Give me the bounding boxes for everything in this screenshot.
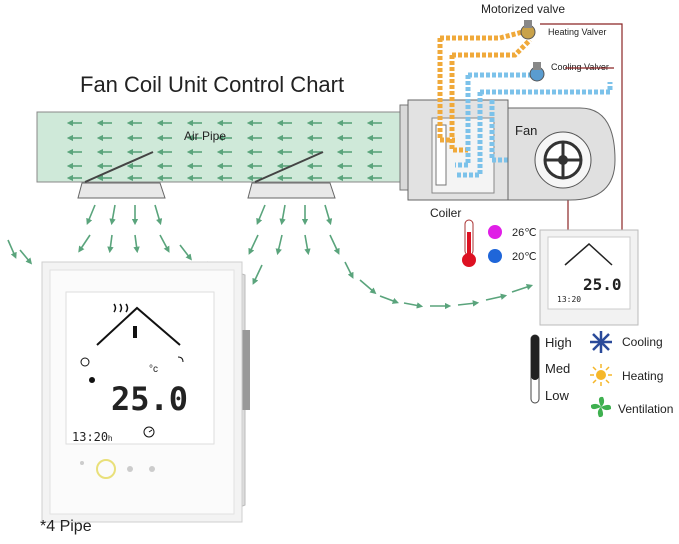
cold-pipes [455,72,613,178]
large-thermostat-clock: 13:20 [72,430,108,444]
air-flow-arrow [109,204,116,226]
air-flow-arrow [179,244,192,261]
motorized-valve-label: Motorized valve [481,2,565,16]
air-flow-arrow [107,234,114,254]
air-flow-arrow [275,234,283,256]
sun-icon [590,364,612,386]
hot-pipes [437,27,532,153]
air-flow-arrow [159,234,170,253]
four-pipe-label: *4 Pipe [40,518,92,535]
small-thermostat [539,229,639,326]
air-flow-arrow [154,204,163,226]
air-flow-arrow [324,204,333,226]
small-thermostat-clock: 13:20 [557,295,581,304]
air-flow-arrow [252,264,263,285]
heating-valve-label: Heating Valver [548,27,606,37]
fan-speed-slider [530,334,540,404]
air-flow-arrow [379,295,399,304]
hot-indicator-dot [488,225,502,239]
mode-ventilation-label: Ventilation [618,402,673,416]
air-flow-arrow [19,249,33,265]
fan-speed-low: Low [545,388,569,403]
small-thermostat-temp: 25.0 [583,275,622,294]
heating-valve [520,20,536,40]
fan-speed-med: Med [545,361,570,376]
air-flow-arrow [304,234,311,256]
air-flow-arrow [457,300,480,307]
large-thermostat-temp: 25.0 [111,380,188,418]
air-pipe-label: Air Pipe [184,129,226,143]
thermometer-icon [462,219,476,267]
cold-indicator-dot [488,249,502,263]
temp-low-label: 20℃ [512,251,537,263]
air-flow-arrow [86,204,96,225]
air-flow-arrow [485,293,508,301]
fan-speed-high: High [545,335,572,350]
temp-high-label: 26℃ [512,227,537,239]
coiler-label: Coiler [430,206,461,220]
air-flow-arrow [511,283,534,293]
cooling-valve-label: Cooling Valver [551,62,609,72]
air-flow-arrow [248,234,259,255]
large-thermostat-clock-suffix: h [108,434,112,443]
snowflake-icon [590,331,612,353]
large-thermostat [41,261,250,523]
mode-cooling-label: Cooling [622,335,663,349]
air-flow-arrow [359,279,377,295]
air-flow-arrow [329,234,340,255]
air-flow-arrow [279,204,286,226]
mode-heating-label: Heating [622,369,663,383]
control-wires [540,23,623,230]
air-flow-arrow [256,204,266,225]
cooling-valve [529,62,545,82]
large-thermostat-unit: °c [149,364,158,375]
air-flow-arrow [403,302,424,309]
fan-unit [507,107,616,201]
diffuser-right [247,151,336,199]
chart-title: Fan Coil Unit Control Chart [80,72,344,97]
ventilation-icon [590,396,612,418]
air-flow-arrow [133,234,140,254]
fan-label: Fan [515,123,537,138]
diffuser-left [77,151,166,199]
air-flow-arrow [78,234,91,253]
air-flow-arrow [7,239,17,259]
air-flow-arrow [344,261,354,279]
